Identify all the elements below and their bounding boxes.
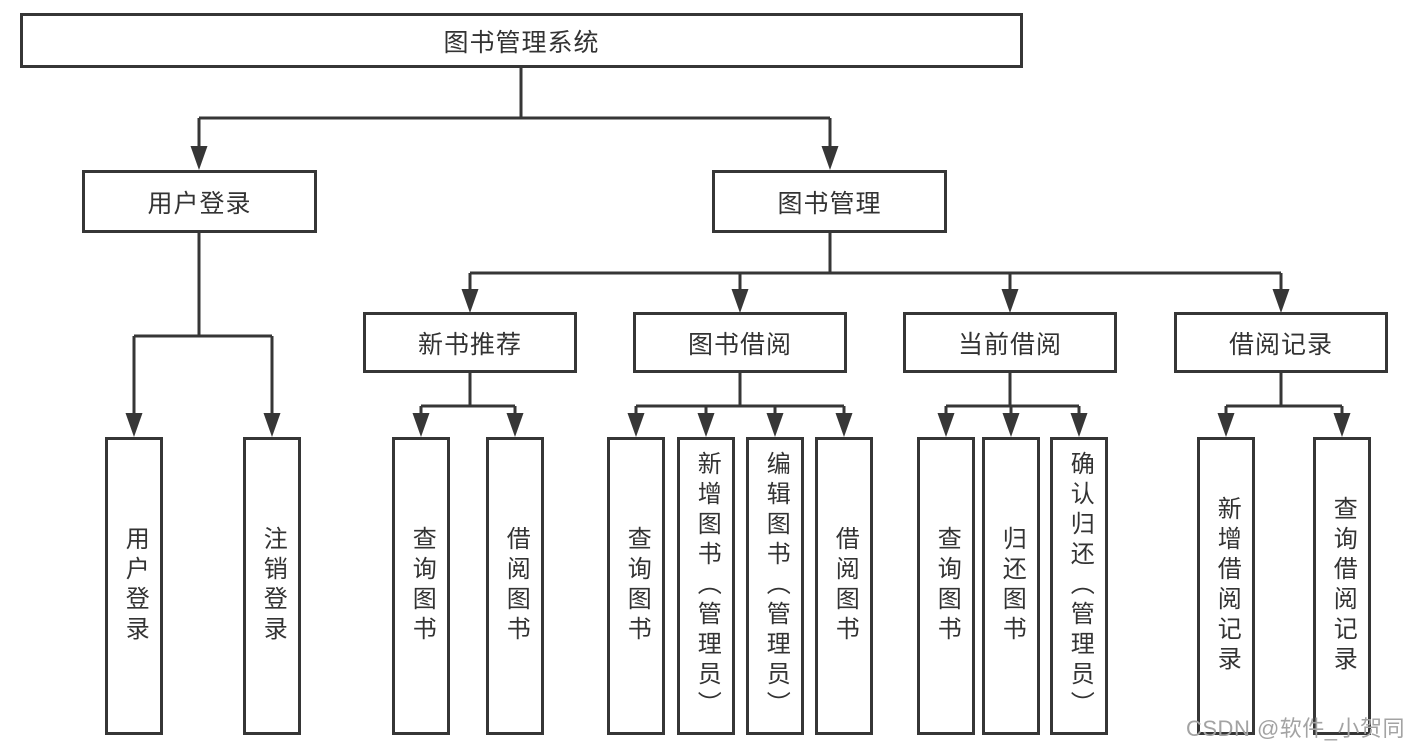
leaf-add-borrow-record-label: 新增借阅记录 — [1213, 496, 1241, 676]
leaf-return-books-label: 归还图书 — [998, 526, 1026, 646]
leaf-edit-books-admin-label: 编辑图书（管理员） — [762, 451, 790, 721]
leaf-user-login: 用户登录 — [105, 437, 163, 735]
connector-borrowrecords-to-leaves — [1224, 373, 1344, 419]
leaf-return-books: 归还图书 — [982, 437, 1040, 735]
arrowhead — [1070, 413, 1088, 437]
leaf-add-books-admin: 新增图书（管理员） — [677, 437, 735, 735]
node-current-borrowing-label: 当前借阅 — [957, 330, 1062, 359]
arrowhead — [1333, 413, 1351, 437]
arrowhead — [1002, 413, 1020, 437]
arrowhead — [697, 413, 715, 437]
leaf-current-query-books-label: 查询图书 — [933, 526, 961, 646]
leaf-confirm-return-admin: 确认归还（管理员） — [1050, 437, 1108, 735]
leaf-newbooks-query-books: 查询图书 — [392, 437, 450, 735]
connector-root-to-level2 — [197, 68, 832, 152]
node-current-borrowing: 当前借阅 — [903, 312, 1117, 373]
leaf-edit-books-admin: 编辑图书（管理员） — [746, 437, 804, 735]
node-book-management: 图书管理 — [712, 170, 947, 233]
node-root-label: 图书管理系统 — [443, 28, 600, 57]
node-new-book-recommend: 新书推荐 — [363, 312, 577, 373]
arrowhead — [263, 413, 281, 437]
arrowhead — [412, 413, 430, 437]
leaf-borrow-query-books-label: 查询图书 — [623, 526, 651, 646]
arrowhead — [461, 289, 479, 313]
node-user-login-label: 用户登录 — [147, 189, 252, 218]
leaf-query-borrow-record-label: 查询借阅记录 — [1329, 496, 1357, 676]
leaf-borrow-borrow-books-label: 借阅图书 — [831, 526, 859, 646]
arrowhead — [1272, 289, 1290, 313]
node-new-book-recommend-label: 新书推荐 — [417, 330, 522, 359]
node-borrowing-records: 借阅记录 — [1174, 312, 1388, 373]
arrowhead — [821, 146, 839, 170]
leaf-newbooks-borrow-books: 借阅图书 — [486, 437, 544, 735]
arrowhead — [1001, 289, 1019, 313]
node-book-borrowing: 图书借阅 — [633, 312, 847, 373]
connector-bookmgmt-to-level3 — [468, 233, 1283, 295]
leaf-confirm-return-admin-label: 确认归还（管理员） — [1066, 451, 1094, 721]
leaf-add-borrow-record: 新增借阅记录 — [1197, 437, 1255, 735]
leaf-borrow-borrow-books: 借阅图书 — [815, 437, 873, 735]
node-book-borrowing-label: 图书借阅 — [687, 330, 792, 359]
connector-newbooks-to-leaves — [419, 373, 517, 419]
node-root: 图书管理系统 — [20, 13, 1023, 68]
leaf-query-borrow-record: 查询借阅记录 — [1313, 437, 1371, 735]
leaf-newbooks-borrow-books-label: 借阅图书 — [502, 526, 530, 646]
leaf-borrow-query-books: 查询图书 — [607, 437, 665, 735]
leaf-current-query-books: 查询图书 — [917, 437, 975, 735]
node-book-management-label: 图书管理 — [777, 189, 882, 218]
leaf-newbooks-query-books-label: 查询图书 — [408, 526, 436, 646]
arrowhead — [835, 413, 853, 437]
arrowhead — [766, 413, 784, 437]
leaf-add-books-admin-label: 新增图书（管理员） — [693, 451, 721, 721]
connector-bookborrow-to-leaves — [634, 373, 846, 419]
connector-userlogin-to-leaves — [132, 233, 274, 419]
node-user-login: 用户登录 — [82, 170, 317, 233]
arrowhead — [627, 413, 645, 437]
arrowhead — [731, 289, 749, 313]
arrowhead — [937, 413, 955, 437]
csdn-watermark: CSDN @软件_小贺同学 — [1186, 716, 1405, 741]
arrowhead — [190, 146, 208, 170]
connector-currentborrow-to-leaves — [944, 373, 1081, 419]
leaf-user-login-label: 用户登录 — [121, 526, 149, 646]
arrowhead — [506, 413, 524, 437]
node-borrowing-records-label: 借阅记录 — [1228, 330, 1333, 359]
leaf-logout-label: 注销登录 — [259, 526, 287, 646]
arrowhead — [1217, 413, 1235, 437]
leaf-logout: 注销登录 — [243, 437, 301, 735]
arrowhead — [125, 413, 143, 437]
